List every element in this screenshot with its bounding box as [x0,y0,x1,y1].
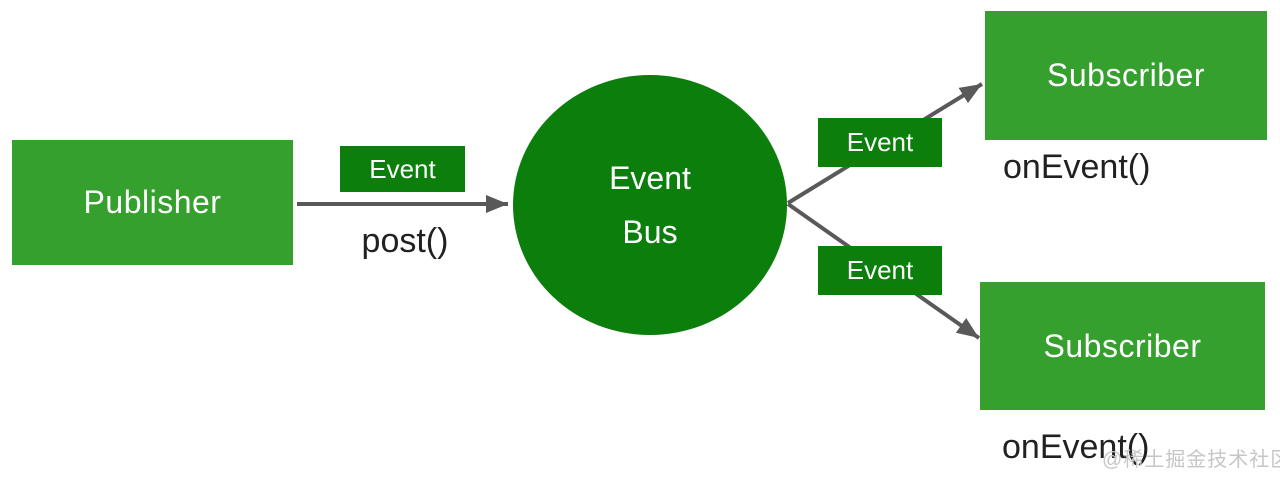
onevent-method-label-bottom: onEvent() [1002,428,1150,466]
subscriber-node-bottom: Subscriber [980,282,1265,410]
event-bus-node: Event Bus [513,75,787,335]
event-tag-bottom-right: Event [818,246,942,295]
subscriber-node-top: Subscriber [985,11,1267,140]
event-bus-label-line1: Event [609,160,691,196]
subscriber-top-label: Subscriber [1047,57,1205,93]
event-tag-top-right: Event [818,118,942,167]
event-bus-label-line2: Bus [622,214,678,250]
event-tag-top-right-label: Event [846,127,914,157]
publisher-label: Publisher [83,184,222,220]
event-tag-left: Event [340,146,465,192]
onevent-method-label-top: onEvent() [1003,148,1151,186]
event-tag-left-label: Event [369,153,436,184]
watermark-text: @稀土掘金技术社区 [1102,449,1280,471]
event-tag-bottom-right-label: Event [846,255,914,285]
subscriber-bottom-label: Subscriber [1043,327,1202,364]
publisher-node: Publisher [12,140,293,265]
post-method-label: post() [361,222,449,260]
